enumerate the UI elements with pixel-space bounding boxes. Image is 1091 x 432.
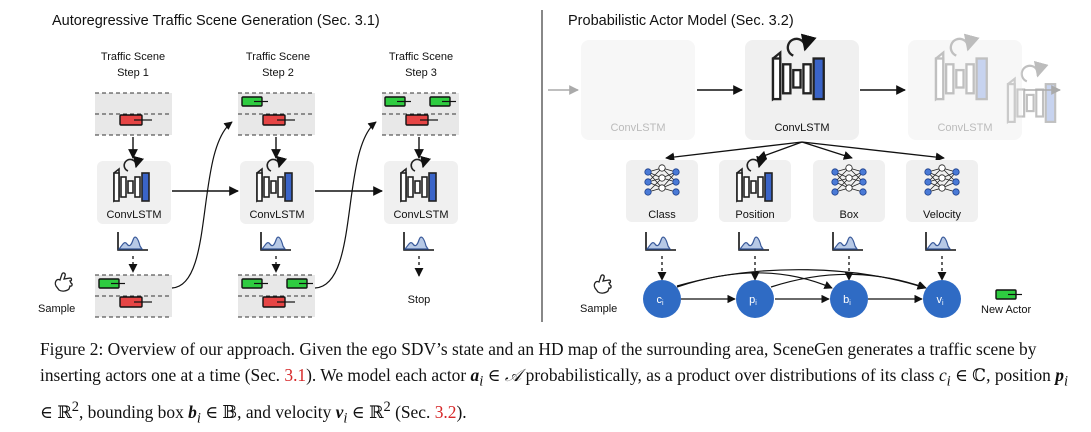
distribution-icon xyxy=(260,231,292,251)
head-class: Class xyxy=(626,160,698,222)
step-3-title: Traffic Scene xyxy=(389,51,453,63)
caption-label: Figure 2: xyxy=(40,339,104,359)
distribution-icon xyxy=(832,231,864,251)
figure-diagram: Autoregressive Traffic Scene Generation … xyxy=(38,10,1061,322)
mlp-icon xyxy=(644,164,680,196)
convlstm-module-3: ConvLSTM xyxy=(384,159,458,224)
scene-step-1 xyxy=(95,92,172,136)
caption-text-1: Overview of our approach. Given the ego … xyxy=(40,339,1037,385)
head-velocity: Velocity xyxy=(906,160,978,222)
node-position: pi xyxy=(736,280,774,318)
figure-caption: Figure 2: Overview of our approach. Give… xyxy=(40,339,1068,427)
scene-result-1 xyxy=(95,274,172,318)
convlstm-label: ConvLSTM xyxy=(393,209,448,221)
caption-ref-2[interactable]: 3.2 xyxy=(434,402,457,423)
convlstm-label: ConvLSTM xyxy=(106,209,161,221)
distribution-icon xyxy=(645,231,677,251)
right-panel-title: Probabilistic Actor Model (Sec. 3.2) xyxy=(568,13,794,29)
convlstm-prev-faded xyxy=(581,40,1055,140)
head-label: Box xyxy=(840,209,859,221)
caption-text-5: , bounding box xyxy=(78,402,184,423)
svg-text:vi: vi xyxy=(936,294,944,307)
head-label: Position xyxy=(735,209,774,221)
convlstm-next-faded xyxy=(908,39,1022,140)
head-label: Velocity xyxy=(923,209,961,221)
convlstm-module-1: ConvLSTM xyxy=(97,159,171,224)
caption-text-8: ). xyxy=(456,402,467,423)
sample-label: Sample xyxy=(580,303,617,315)
node-velocity: vi xyxy=(923,280,961,318)
sample-label: Sample xyxy=(38,303,75,315)
head-box: Box xyxy=(813,160,885,222)
head-position: Position xyxy=(719,159,791,222)
scene-step-3 xyxy=(382,92,459,136)
convlstm-module-2: ConvLSTM xyxy=(240,159,314,224)
caption-text-2: ). We model each actor xyxy=(306,365,467,385)
step-2-subtitle: Step 2 xyxy=(262,67,294,79)
step-2-title: Traffic Scene xyxy=(246,51,310,63)
caption-ref-1[interactable]: 3.1 xyxy=(284,365,307,385)
mlp-icon xyxy=(924,164,960,196)
convlstm-prev-label: ConvLSTM xyxy=(610,122,665,134)
sample-hand-icon xyxy=(54,272,73,292)
distribution-icon xyxy=(925,231,957,251)
distribution-icon xyxy=(403,231,435,251)
step-1-subtitle: Step 1 xyxy=(117,67,149,79)
legend-new-actor-label: New Actor xyxy=(981,304,1031,316)
scene-step-2 xyxy=(238,92,315,136)
node-class: ci xyxy=(643,280,681,318)
step-1-title: Traffic Scene xyxy=(101,51,165,63)
mlp-icon xyxy=(831,164,867,196)
convlstm-next-label: ConvLSTM xyxy=(937,122,992,134)
svg-text:ci: ci xyxy=(656,294,664,307)
node-box: bi xyxy=(830,280,868,318)
svg-text:pi: pi xyxy=(749,294,757,307)
convlstm-label: ConvLSTM xyxy=(249,209,304,221)
stop-label: Stop xyxy=(408,294,431,306)
distribution-icon xyxy=(738,231,770,251)
caption-text-3: probabilistically, as a product over dis… xyxy=(525,365,935,385)
convlstm-current-label: ConvLSTM xyxy=(774,122,829,134)
left-panel-title: Autoregressive Traffic Scene Generation … xyxy=(52,13,380,29)
caption-text-6: , and velocity xyxy=(237,402,332,423)
convlstm-current xyxy=(745,39,859,140)
caption-text-4: , position xyxy=(986,365,1051,385)
step-3-subtitle: Step 3 xyxy=(405,67,437,79)
sample-hand-icon xyxy=(593,274,612,294)
scene-result-2 xyxy=(238,274,315,318)
distribution-icon xyxy=(117,231,149,251)
caption-text-7: (Sec. xyxy=(395,402,431,423)
head-label: Class xyxy=(648,209,676,221)
svg-text:bi: bi xyxy=(843,294,851,307)
legend-new-actor-icon xyxy=(995,289,1023,300)
